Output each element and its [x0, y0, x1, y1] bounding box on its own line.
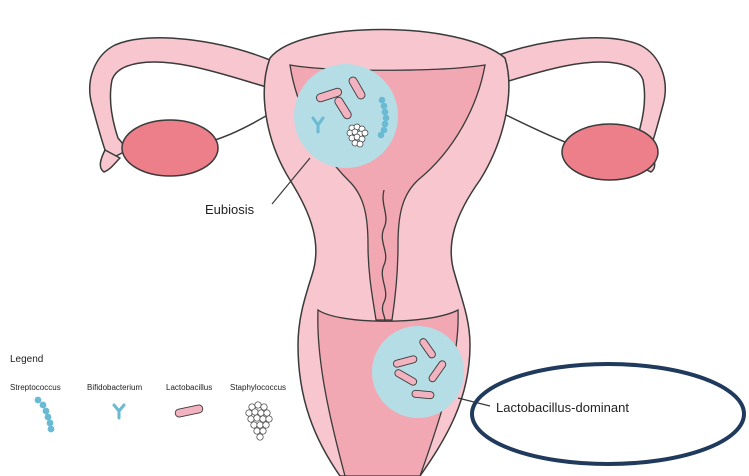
legend-title: Legend	[10, 354, 43, 365]
streptococcus-chain-icon	[35, 397, 55, 433]
left-ovary	[122, 120, 218, 176]
legend-label-lactobacillus: Lactobacillus	[166, 383, 212, 392]
legend-label-bifidobacterium: Bifidobacterium	[87, 383, 142, 392]
lactobacillus-rod-icon	[174, 404, 203, 418]
legend-label-staphylococcus: Staphylococcus	[230, 383, 286, 392]
legend: Legend Streptococcus Bifidobacterium Lac…	[10, 354, 286, 440]
right-ovary	[562, 124, 658, 180]
bifidobacterium-y-icon	[114, 405, 124, 418]
legend-label-streptococcus: Streptococcus	[10, 383, 61, 392]
eubiosis-bubble	[294, 64, 398, 168]
lactobacillus-dominant-label: Lactobacillus-dominant	[496, 400, 629, 415]
staphylococcus-cluster-icon	[246, 402, 272, 440]
lactobacillus-dominant-bubble	[372, 326, 464, 418]
eubiosis-label: Eubiosis	[205, 202, 255, 217]
